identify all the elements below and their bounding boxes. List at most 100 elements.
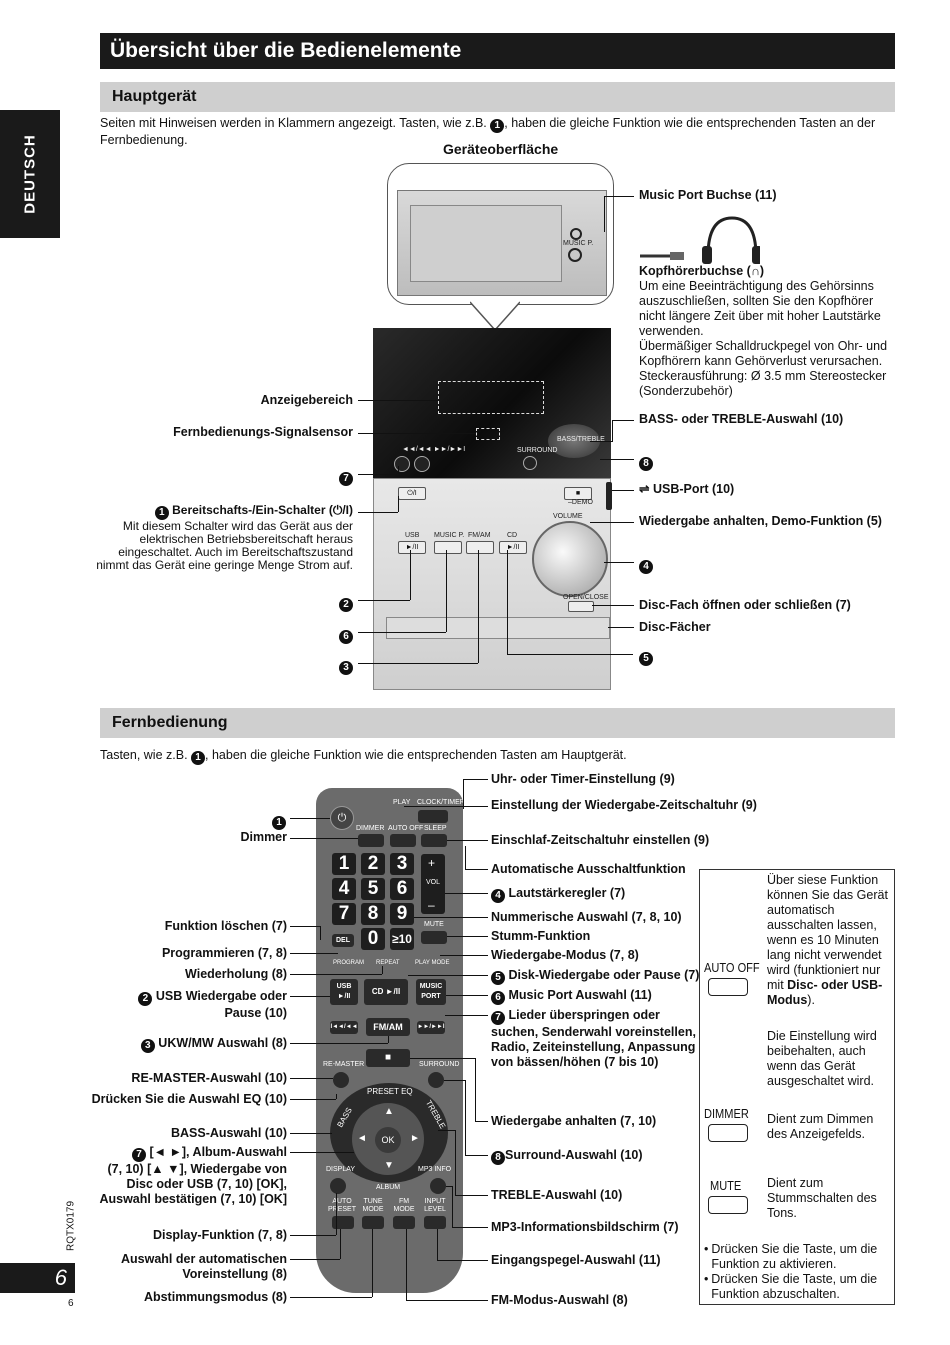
- music-port-label: MUSIC P.: [563, 240, 594, 247]
- digit-9-button[interactable]: 9: [390, 903, 414, 925]
- remaster-button[interactable]: [333, 1072, 349, 1088]
- line-music-port: [604, 196, 634, 197]
- clock-timer-button[interactable]: [418, 810, 448, 823]
- cd-play-button-remote[interactable]: CD ►/II: [364, 979, 408, 1005]
- label-eq: Drücken Sie die Auswahl EQ (10): [91, 1092, 287, 1106]
- ok-button[interactable]: OK: [375, 1127, 401, 1153]
- line-8: [600, 459, 634, 460]
- input-level-button[interactable]: [424, 1216, 446, 1229]
- mute-button[interactable]: [421, 931, 447, 944]
- stop-button-remote[interactable]: ■: [366, 1049, 410, 1067]
- clock-timer-key-label: CLOCK/TIMER: [417, 799, 465, 806]
- sleep-button[interactable]: [421, 834, 447, 847]
- label-volume: 4 Lautstärkeregler (7): [491, 886, 625, 903]
- del-button[interactable]: DEL: [332, 934, 354, 947]
- label-music-port: Music Port Buchse (11): [639, 188, 777, 202]
- info-auto-off-key-icon: [708, 978, 748, 996]
- rewind-button[interactable]: I◄◄/◄◄: [330, 1021, 358, 1034]
- digit-4-button[interactable]: 4: [332, 878, 356, 900]
- digit-5-button[interactable]: 5: [361, 878, 385, 900]
- digit-2-button[interactable]: 2: [361, 853, 385, 875]
- digit-0-button[interactable]: 0: [361, 928, 385, 950]
- line-7: [358, 474, 398, 475]
- stop-button[interactable]: ■: [564, 487, 592, 500]
- line-trays: [608, 627, 634, 628]
- open-close-label: OPEN/CLOSE: [563, 594, 609, 601]
- label-auto-off: Automatische Ausschaltfunktion: [491, 862, 686, 876]
- badge-3-main: 3: [339, 656, 353, 675]
- headphone-symbol-icon: ∩: [750, 264, 760, 278]
- standby-button[interactable]: ⏻/I: [398, 487, 426, 500]
- digit-6-button[interactable]: 6: [390, 878, 414, 900]
- digit-3-button[interactable]: 3: [390, 853, 414, 875]
- auto-off-button[interactable]: [390, 834, 416, 847]
- line-display: [358, 400, 438, 401]
- dpad-down-icon[interactable]: ▼: [384, 1160, 394, 1171]
- language-tab: DEUTSCH: [0, 110, 60, 238]
- disc-tray[interactable]: [386, 617, 610, 639]
- line-music-port-v: [604, 196, 605, 232]
- fm-am-button-remote[interactable]: FM/AM: [366, 1018, 410, 1036]
- mp3-info-button[interactable]: [430, 1178, 446, 1194]
- auto-preset-button[interactable]: [332, 1216, 354, 1229]
- badge-5-main: 5: [639, 647, 653, 666]
- label-clock-timer: Uhr- oder Timer-Einstellung (9): [491, 772, 675, 786]
- line-usb: [612, 490, 634, 491]
- label-usb-port: ⇌ USB-Port (10): [639, 482, 735, 496]
- line-3-v: [478, 550, 479, 663]
- line-2: [358, 600, 410, 601]
- info-auto-off-text: Über siese Funktion können Sie das Gerät…: [767, 873, 888, 1007]
- power-button[interactable]: ⏻: [330, 806, 354, 830]
- info-bullets: •Drücken Sie die Taste, um die Funktion …: [704, 1242, 878, 1301]
- badge-2-main: 2: [339, 593, 353, 612]
- label-treble: TREBLE-Auswahl (10): [491, 1188, 623, 1202]
- dimmer-button[interactable]: [358, 834, 384, 847]
- display-button[interactable]: [330, 1178, 346, 1194]
- digit-1-button[interactable]: 1: [332, 853, 356, 875]
- usb-play-button-remote[interactable]: USB►/II: [330, 979, 358, 1005]
- volume-knob[interactable]: [532, 521, 608, 597]
- fm-mode-button[interactable]: [393, 1216, 415, 1229]
- skip-back-button[interactable]: [394, 456, 410, 472]
- open-close-button[interactable]: [568, 601, 594, 612]
- line-sensor: [358, 433, 476, 434]
- usb-slot[interactable]: [606, 482, 612, 510]
- dpad-up-icon[interactable]: ▲: [384, 1106, 394, 1117]
- usb-play-button[interactable]: ►/II: [398, 541, 426, 554]
- label-bass-treble: BASS- oder TREBLE-Auswahl (10): [639, 412, 844, 426]
- page-title: Übersicht über die Bedienelemente: [100, 33, 895, 69]
- line-2-v: [410, 550, 411, 600]
- fast-forward-button[interactable]: ►►/►►I: [417, 1021, 445, 1034]
- main-unit-intro: Seiten mit Hinweisen werden in Klammern …: [100, 116, 876, 147]
- top-lid: [410, 205, 562, 282]
- digit-10plus-button[interactable]: ≥10: [390, 928, 414, 950]
- demo-label: –DEMO: [568, 499, 593, 506]
- music-port-button-remote[interactable]: MUSIC PORT: [416, 979, 446, 1005]
- skip-forward-button[interactable]: [414, 456, 430, 472]
- display-key-label: DISPLAY: [326, 1166, 356, 1173]
- preset-eq-label[interactable]: PRESET EQ: [367, 1087, 413, 1096]
- cd-label: CD: [507, 532, 518, 539]
- display-area: [438, 381, 544, 414]
- fm-mode-key-label: FM MODE: [393, 1198, 415, 1213]
- sleep-key-label: SLEEP: [424, 825, 447, 832]
- digit-8-button[interactable]: 8: [361, 903, 385, 925]
- fm-am-label: FM/AM: [468, 532, 491, 539]
- surround-button[interactable]: [523, 456, 537, 470]
- input-level-key-label: INPUT LEVEL: [424, 1198, 446, 1213]
- surround-button-remote[interactable]: [428, 1072, 444, 1088]
- standby-description: 1 Bereitschafts-/Ein-Schalter (⏻/I) Mit …: [96, 503, 353, 572]
- label-input-level: Eingangspegel-Auswahl (11): [491, 1253, 661, 1267]
- play-mode-key-label: PLAY MODE: [415, 960, 450, 966]
- line-6-v: [446, 550, 447, 632]
- dpad-right-icon[interactable]: ►: [410, 1133, 420, 1144]
- digit-7-button[interactable]: 7: [332, 903, 356, 925]
- music-port-button[interactable]: [434, 541, 462, 554]
- info-dimmer-key-label: DIMMER: [704, 1106, 749, 1121]
- dpad-left-icon[interactable]: ◄: [357, 1133, 367, 1144]
- fm-am-button[interactable]: [466, 541, 494, 554]
- cd-play-button[interactable]: ►/II: [499, 541, 527, 554]
- volume-rocker[interactable]: [421, 854, 445, 914]
- tune-mode-button[interactable]: [362, 1216, 384, 1229]
- label-mute: Stumm-Funktion: [491, 929, 591, 943]
